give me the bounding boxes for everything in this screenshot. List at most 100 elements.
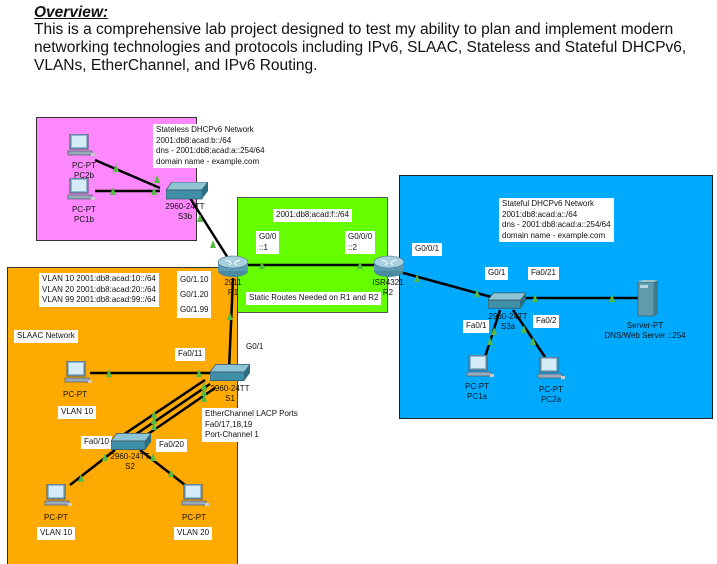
stateful-network-note: Stateful DHCPv6 Network 2001:db8:acad:a:… [499, 198, 614, 242]
link-up-marker [259, 261, 265, 269]
link-up-marker [151, 410, 157, 418]
link-up-marker [414, 274, 420, 282]
slaac-network-title: SLAAC Network [14, 330, 78, 343]
link-up-marker [474, 289, 480, 297]
link-up-marker [201, 394, 207, 402]
pc1b-model: PC-PT [72, 205, 96, 214]
switch-icon[interactable] [210, 364, 250, 382]
note-line: Fa0/17,18,19 [205, 419, 253, 429]
vlan-subnet: VLAN 20 2001:db8:acad:20::/64 [42, 284, 156, 294]
s3a-fa01-label: Fa0/1 [463, 320, 490, 333]
s1-fa011-label: Fa0/11 [175, 348, 206, 361]
link-up-marker [532, 294, 538, 302]
server-model: Server-PT [626, 321, 664, 330]
s3a-g01-label: G0/1 [485, 267, 509, 280]
pc-icon[interactable] [181, 484, 211, 510]
pc-s1-vlan-label: VLAN 10 [58, 406, 97, 419]
link-up-marker [106, 369, 112, 377]
s3a-fa021-label: Fa0/21 [528, 267, 559, 280]
port-name: G0/0/0 [348, 232, 373, 241]
s3a-model: 2960-24TT [488, 312, 528, 321]
link-up-marker [151, 187, 157, 195]
pc2a-model: PC-PT [539, 385, 563, 394]
r1-g00-label: G0/0::1 [256, 231, 280, 254]
note-line: domain name - example.com [156, 156, 260, 166]
server-icon[interactable] [636, 280, 658, 318]
r1-name: R1 [227, 287, 239, 297]
note-line: dns - 2001:db8:acad:a::254/64 [502, 220, 611, 229]
pc-icon[interactable] [67, 134, 97, 160]
r1-subinterfaces-note: G0/1.10 G0/1.20 G0/1.99 [177, 271, 212, 318]
overview-section: Overview: This is a comprehensive lab pr… [34, 4, 714, 75]
vlan-subnet: VLAN 99 2001:db8:acad:99::/64 [42, 295, 156, 304]
link-up-marker [487, 337, 493, 345]
server-name: DNS/Web Server ::254 [604, 330, 686, 340]
link-etherchannel-2 [125, 382, 211, 443]
link-up-marker [196, 369, 202, 377]
r1-model: 2911 [224, 278, 242, 287]
pc1a-model: PC-PT [465, 382, 489, 391]
link-up-marker [227, 312, 233, 320]
subinterface: G0/1.99 [180, 305, 209, 314]
vlan-subnet: VLAN 10 2001:db8:acad:10::/64 [42, 274, 156, 283]
link-pc2b-s3b [94, 158, 161, 190]
note-line: Stateless DHCPv6 Network [156, 125, 254, 134]
pc1b-name: PC1b [73, 214, 94, 224]
pc-icon[interactable] [64, 361, 94, 387]
router-icon[interactable] [373, 254, 405, 278]
pc-icon[interactable] [537, 357, 567, 383]
pc2b-model: PC-PT [72, 161, 96, 170]
pc-icon[interactable] [44, 484, 74, 510]
router-icon[interactable] [217, 254, 249, 278]
port-address: ::2 [348, 242, 357, 252]
link-up-marker [151, 416, 157, 424]
static-routes-note: Static Routes Needed on R1 and R2 [246, 292, 382, 305]
s3a-name: S3a [500, 321, 516, 331]
link-r1-s1 [227, 277, 235, 371]
routing-network-label: 2001:db8:acad:f::/64 [273, 209, 352, 222]
overview-text: This is a comprehensive lab project desi… [34, 21, 687, 74]
link-up-marker [201, 388, 207, 396]
s2-fa010-label: Fa0/10 [81, 436, 112, 449]
link-up-marker [491, 327, 497, 335]
port-name: G0/0 [259, 232, 277, 241]
link-s3b-r1 [188, 197, 230, 259]
link-s2-pc-left [69, 449, 116, 486]
note-line: domain name - example.com [502, 230, 606, 240]
switch-icon[interactable] [166, 182, 208, 200]
link-up-marker [609, 294, 615, 302]
r2-g000-label: G0/0/0::2 [345, 231, 376, 254]
link-up-marker [113, 164, 119, 172]
s1-model: 2960-24TT [210, 384, 250, 393]
s3b-name: S3b [177, 211, 193, 221]
pc-s1-label: PC-PT [63, 390, 87, 399]
pc-icon[interactable] [466, 355, 496, 381]
subinterface: G0/1.20 [180, 290, 209, 299]
pc2b-name: PC2b [73, 170, 94, 180]
switch-icon[interactable] [111, 433, 151, 451]
s3a-fa02-label: Fa0/2 [533, 315, 560, 328]
s1-name: S1 [225, 393, 235, 403]
pc-icon[interactable] [67, 178, 97, 204]
port-address: ::1 [259, 242, 268, 252]
link-etherchannel-1 [119, 378, 206, 439]
s2-fa020-label: Fa0/20 [156, 439, 187, 452]
link-s3a-pc2a [511, 309, 547, 358]
link-up-marker [357, 261, 363, 269]
overview-heading: Overview: [34, 4, 109, 21]
link-up-marker [150, 453, 156, 461]
s3b-model: 2960-24TT [165, 202, 205, 211]
r1-g01-label: G0/1 [243, 341, 267, 354]
link-r2-s3a [399, 270, 496, 300]
s2-name: S2 [125, 461, 135, 471]
switch-icon[interactable] [488, 292, 526, 310]
link-s2-pc-right [139, 449, 186, 486]
